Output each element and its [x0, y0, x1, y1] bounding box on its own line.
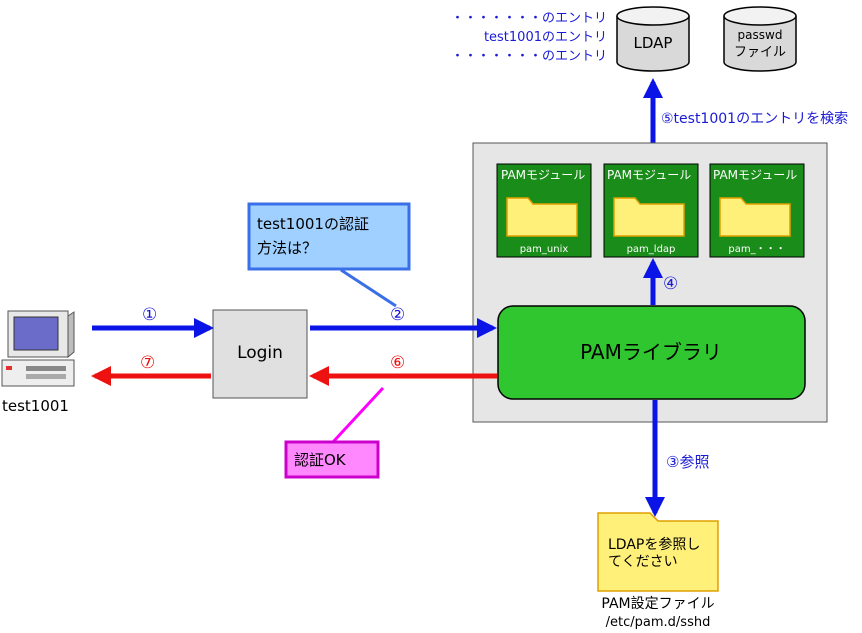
config-file-line-2: てください — [608, 554, 678, 570]
step2-label: ② — [390, 305, 405, 325]
entry-line-3: ・・・・・・・のエントリ — [451, 49, 607, 64]
client-label: test1001 — [2, 397, 69, 415]
entry-line-1: ・・・・・・・のエントリ — [451, 11, 607, 26]
config-file-caption-2: /etc/pam.d/sshd — [606, 615, 711, 630]
entry-line-2: test1001のエントリ — [484, 30, 607, 45]
config-file-line-1: LDAPを参照し — [608, 536, 700, 553]
module-name-ldap: pam_ldap — [627, 244, 676, 255]
passwd-label-2: ファイル — [734, 45, 786, 60]
module-name-unix: pam_unix — [520, 244, 569, 255]
question-callout — [247, 202, 411, 271]
pam-module-ldap: PAMモジュール pam_ldap — [603, 163, 699, 258]
step6-label: ⑥ — [390, 353, 405, 373]
login-box — [212, 309, 308, 399]
client-computer-icon — [1, 310, 75, 387]
ldap-entries-list: ・・・・・・・のエントリ test1001のエントリ ・・・・・・・のエントリ — [451, 11, 607, 64]
ok-label: 認証OK — [294, 451, 347, 469]
question-line-2: 方法は？ — [257, 239, 317, 257]
folder-icon — [613, 197, 685, 237]
ok-callout — [284, 440, 380, 479]
pam-module-unix: PAMモジュール pam_unix — [496, 163, 592, 258]
config-file-folder-icon — [597, 512, 719, 592]
config-file-caption-1: PAM設定ファイル — [601, 596, 714, 612]
step4-label: ④ — [663, 274, 678, 294]
ldap-label: LDAP — [634, 34, 673, 52]
module-title-unix: PAMモジュール — [501, 168, 585, 182]
ok-callout-pointer — [331, 386, 385, 444]
module-title-ldap: PAMモジュール — [607, 168, 691, 182]
pam-library-label: PAMライブラリ — [580, 340, 722, 364]
module-title-other: PAMモジュール — [713, 168, 797, 182]
ldap-database-icon: LDAP — [616, 6, 690, 72]
passwd-file-database-icon: passwd ファイル — [723, 6, 797, 72]
folder-icon — [719, 197, 791, 237]
pam-library-box — [497, 305, 806, 400]
pam-module-other: PAMモジュール pam_・・・ — [709, 163, 805, 258]
module-name-other: pam_・・・ — [728, 244, 785, 255]
step3-label: ③参照 — [666, 453, 709, 471]
question-callout-pointer — [340, 268, 397, 308]
step7-label: ⑦ — [140, 353, 155, 373]
login-label: Login — [237, 343, 283, 363]
step1-label: ① — [142, 305, 157, 325]
folder-icon — [506, 197, 578, 237]
question-line-1: test1001の認証 — [257, 215, 369, 233]
passwd-label-1: passwd — [738, 28, 783, 42]
step5-label: ⑤test1001のエントリを検索 — [661, 110, 848, 127]
